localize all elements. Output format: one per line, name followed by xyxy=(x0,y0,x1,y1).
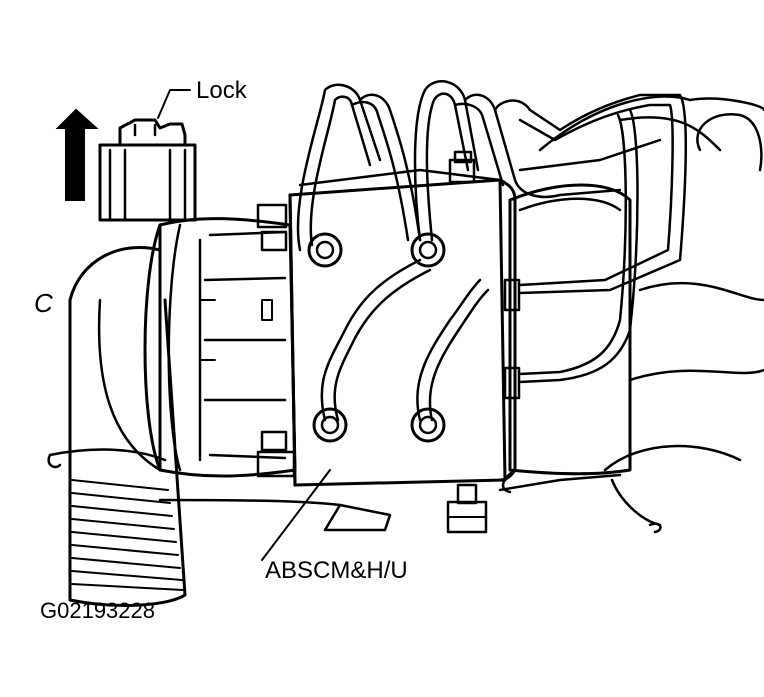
lock-label: Lock xyxy=(196,77,248,104)
brake-lines xyxy=(296,80,687,443)
figure-id: G02193228 xyxy=(40,598,155,623)
unit-label: ABSCM&H/U xyxy=(265,557,408,584)
connector-c-label: C xyxy=(34,288,53,318)
connector-lock xyxy=(98,118,197,222)
corrugated-hose xyxy=(47,245,187,607)
reservoir-body xyxy=(501,183,632,494)
engine-background-lines xyxy=(158,95,764,534)
up-arrow-icon xyxy=(55,108,99,201)
hydraulic-unit-block xyxy=(256,150,521,534)
lock-leader-line xyxy=(157,89,191,119)
unit-leader-line xyxy=(261,469,331,561)
